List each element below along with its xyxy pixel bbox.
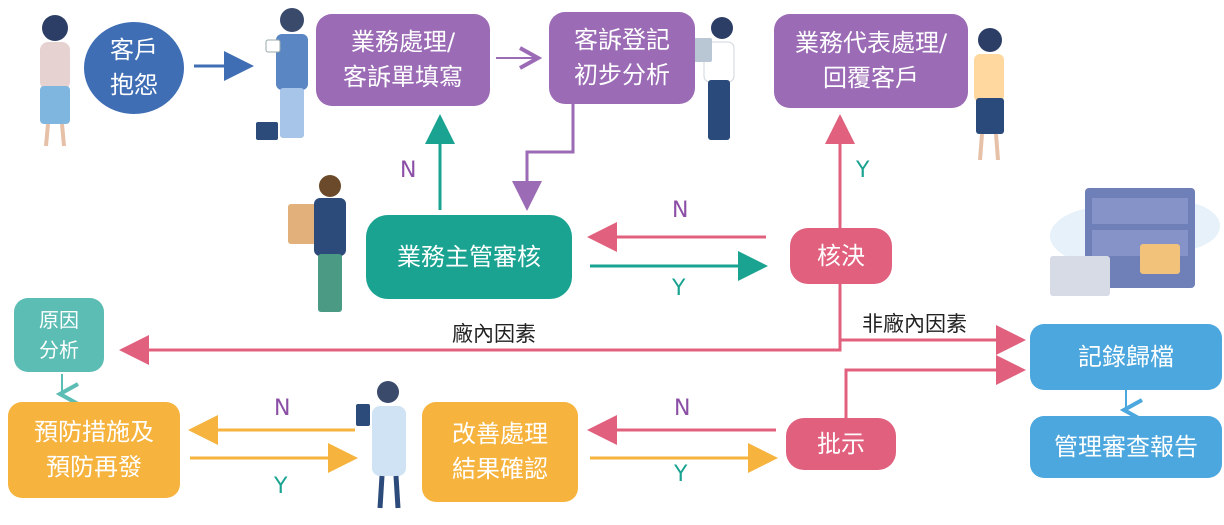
approval-label: 批示 bbox=[817, 429, 865, 458]
management-report-node: 管理審查報告 bbox=[1030, 416, 1222, 478]
label-confirm-y: Y bbox=[674, 462, 688, 487]
label-prevent-n: N bbox=[274, 396, 291, 421]
prevention-node: 預防措施及預防再發 bbox=[8, 402, 180, 498]
rep-reply-node: 業務代表處理/回覆客戶 bbox=[774, 14, 968, 108]
label-supervisor-y: Y bbox=[672, 276, 686, 301]
cloud-filing-cabinet-illustration bbox=[1050, 188, 1220, 296]
label-supervisor-n: N bbox=[400, 158, 417, 183]
label-decide-y: Y bbox=[856, 158, 870, 183]
approval-node: 批示 bbox=[786, 418, 896, 470]
supervisor-review-node: 業務主管審核 bbox=[366, 215, 572, 299]
improvement-confirm-node: 改善處理結果確認 bbox=[422, 402, 578, 502]
rep-reply-line-1: 業務代表處理/ bbox=[794, 29, 948, 58]
decision-label: 核決 bbox=[817, 241, 865, 270]
business-handling-line-1: 業務處理/ bbox=[350, 28, 456, 57]
cause-analysis-line-2: 分析 bbox=[39, 338, 79, 362]
label-external-factor: 非廠內因素 bbox=[862, 312, 967, 336]
decision-node: 核決 bbox=[790, 228, 892, 284]
rep-reply-line-2: 回覆客戶 bbox=[823, 64, 919, 92]
cause-analysis-line-1: 原因 bbox=[39, 308, 79, 332]
prevention-line-1: 預防措施及 bbox=[34, 418, 154, 447]
business-handling-line-2: 客訴單填寫 bbox=[343, 63, 463, 91]
woman-with-phone-illustration bbox=[974, 28, 1004, 161]
cause-analysis-node: 原因分析 bbox=[14, 298, 104, 372]
arrow-approve-to-archive bbox=[844, 355, 1026, 420]
label-confirm-n: N bbox=[674, 396, 691, 421]
doctor-with-tablet-illustration bbox=[356, 381, 406, 509]
woman-with-tablet-illustration bbox=[694, 17, 735, 140]
improvement-confirm-line-1: 改善處理 bbox=[452, 420, 548, 449]
complaint-register-node: 客訴登記初步分析 bbox=[549, 12, 695, 104]
archive-node: 記錄歸檔 bbox=[1030, 324, 1222, 390]
supervisor-review-label: 業務主管審核 bbox=[397, 242, 541, 271]
complaint-register-line-1: 客訴登記 bbox=[574, 26, 670, 55]
label-internal-factor: 廠內因素 bbox=[452, 322, 536, 346]
complaint-register-line-2: 初步分析 bbox=[574, 61, 670, 89]
arrow-decide-to-cause bbox=[119, 284, 842, 365]
label-prevent-y: Y bbox=[274, 474, 288, 499]
man-holding-folder-illustration bbox=[288, 175, 346, 312]
label-decide-n: N bbox=[672, 198, 689, 223]
business-handling-node: 業務處理/客訴單填寫 bbox=[316, 14, 490, 106]
improvement-confirm-line-2: 結果確認 bbox=[452, 455, 548, 483]
prevention-line-2: 預防再發 bbox=[46, 453, 142, 481]
management-report-label: 管理審查報告 bbox=[1054, 432, 1198, 461]
customer-complaint-line-2: 抱怨 bbox=[110, 71, 158, 99]
archive-label: 記錄歸檔 bbox=[1078, 342, 1174, 371]
woman-on-phone-illustration bbox=[40, 15, 70, 147]
customer-complaint-line-1: 客戶 bbox=[110, 36, 158, 65]
man-with-briefcase-illustration bbox=[256, 8, 308, 140]
arrow-register-to-supervisor bbox=[512, 104, 575, 211]
customer-complaint-node: 客戶抱怨 bbox=[84, 22, 184, 114]
